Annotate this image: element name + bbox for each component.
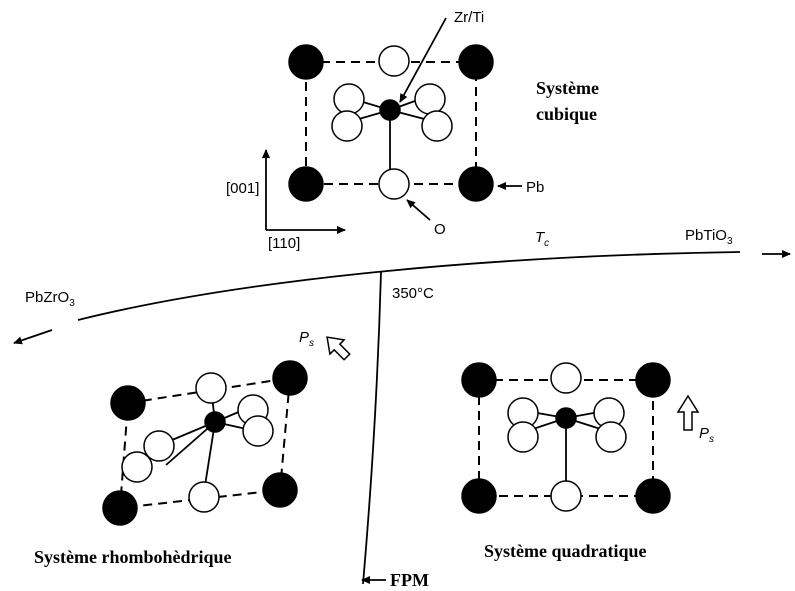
pb-atom [458,44,494,80]
oxygen-atom [121,451,153,483]
rhombohedral-cell [102,360,308,526]
oxygen-atom [331,110,363,142]
oxygen-atom [242,415,274,447]
pb-atom [288,44,324,80]
oxygen-atom [507,421,539,453]
quadratic-cell [461,362,671,514]
ps-label-quad: Ps [699,425,714,445]
o-label: O [434,221,446,238]
zr-ti-atom [204,411,226,433]
oxygen-atom [421,110,453,142]
pb-label: Pb [526,179,544,196]
mpb-line [362,271,382,585]
pb-atom [102,490,138,526]
oxygen-atom [414,83,446,115]
rhombohedral-title: Système rhombohèdrique [34,547,232,567]
temperature-label: 350°C [392,285,434,302]
zr-ti-atom [379,99,401,121]
oxygen-atom [378,168,410,200]
cubic-title-line-2: cubique [536,104,597,124]
cubic-title-line-1: Système [536,78,599,98]
pbzro3-arrow [13,329,53,345]
oxygen-atom [550,480,582,512]
oxygen-atom [188,481,220,513]
pbzro3-label: PbZrO3 [25,289,75,309]
pb-atom [458,166,494,202]
pb-atom [461,478,497,514]
curie-temperature-curve [77,251,741,321]
cubic-cell [288,44,494,202]
oxygen-atom [195,372,227,404]
pb-atom [635,478,671,514]
zr-ti-label: Zr/Ti [454,9,484,26]
oxygen-atom [550,362,582,394]
oxygen-atom [333,83,365,115]
o-pointer [406,199,431,221]
ps-arrow-quad-icon [676,394,700,431]
rhombo-bond [203,421,216,493]
tc-label: Tc [535,229,549,249]
zr-ti-atom [555,407,577,429]
pb-atom [262,472,298,508]
rhombo-bond [165,421,216,466]
zr-ti-pointer [399,17,447,103]
oxygen-atom [595,421,627,453]
pb-atom [110,385,146,421]
pbtio3-label: PbTiO3 [685,227,733,247]
axis-110-label: [110] [268,235,300,252]
oxygen-atom [378,45,410,77]
fpm-label: FPM [390,570,429,590]
ps-arrow-rhombo-icon [326,336,351,361]
crystal-axes: [001] [110] [226,149,346,252]
pb-atom [635,362,671,398]
ps-label-rhombo: Ps [299,329,314,349]
oxygen-atom [143,430,175,462]
quadratic-title: Système quadratique [484,541,647,561]
axis-001-label: [001] [226,180,259,197]
pb-atom [288,166,324,202]
pb-atom [272,360,308,396]
pb-atom [461,362,497,398]
